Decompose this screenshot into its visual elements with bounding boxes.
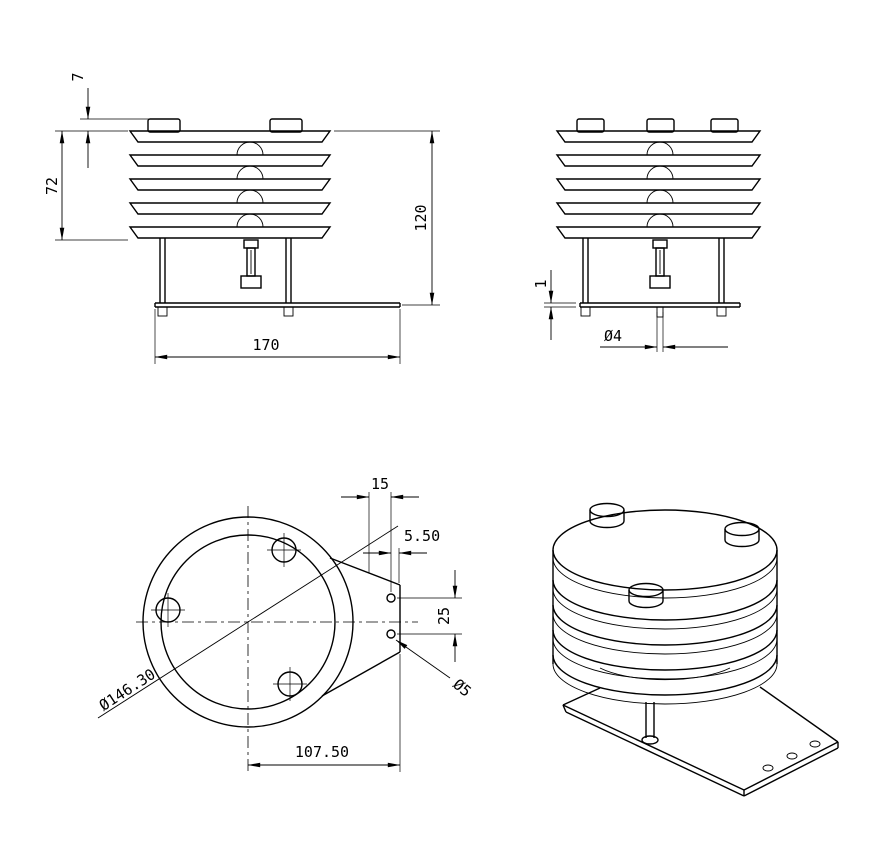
plate-hole bbox=[786, 752, 798, 760]
mount-bolt bbox=[157, 306, 168, 317]
side-view: 1 Ø4 bbox=[532, 118, 762, 352]
isometric-view bbox=[552, 502, 839, 797]
top-view: Ø146.30 15 5.50 25 Ø5 107.5 bbox=[96, 475, 475, 772]
dim-base-width-label: 170 bbox=[252, 336, 279, 354]
tab-hole bbox=[386, 593, 396, 603]
side-dimensions: 1 Ø4 bbox=[532, 270, 728, 352]
plate-hole bbox=[809, 740, 821, 748]
dim-outer-diameter-label: Ø146.30 bbox=[96, 665, 159, 715]
louver-gap-arc bbox=[236, 141, 264, 156]
iso-base-plate bbox=[562, 686, 839, 797]
iso-louver-body bbox=[552, 509, 778, 705]
cap bbox=[628, 582, 664, 609]
front-top-caps bbox=[147, 118, 303, 133]
side-top-caps bbox=[576, 118, 739, 133]
dim-tab-hole-diameter-label: Ø5 bbox=[449, 675, 474, 700]
iso-support bbox=[641, 702, 659, 745]
dim-hole-diameter-label: Ø4 bbox=[604, 327, 622, 345]
center-bolt bbox=[656, 306, 664, 318]
iso-top-caps bbox=[589, 502, 760, 609]
dim-hole-spacing-label: 25 bbox=[435, 607, 453, 625]
plate-hole bbox=[762, 764, 774, 772]
louver-gap-arc bbox=[646, 213, 674, 228]
louver-gap-arc bbox=[646, 141, 674, 156]
mount-bolt bbox=[283, 306, 294, 317]
mounting-tab bbox=[321, 557, 401, 697]
louver-gap-arc bbox=[236, 213, 264, 228]
cap bbox=[646, 118, 675, 133]
cap bbox=[576, 118, 605, 133]
louver-gap-arc bbox=[646, 189, 674, 204]
bottom-cap-arc bbox=[599, 667, 731, 681]
front-dimensions: 7 72 120 170 bbox=[43, 72, 440, 364]
side-sensor-assembly bbox=[649, 239, 671, 289]
front-view: 7 72 120 170 bbox=[43, 72, 440, 364]
cap-holes bbox=[151, 533, 307, 701]
support-nut bbox=[641, 735, 659, 745]
side-base-plate bbox=[579, 302, 741, 318]
cap bbox=[269, 118, 303, 133]
dim-center-to-tab-label: 107.50 bbox=[295, 743, 349, 761]
front-legs bbox=[159, 238, 292, 303]
inner-circle bbox=[160, 534, 336, 710]
dim-total-height-label: 120 bbox=[412, 204, 430, 231]
outer-circle bbox=[142, 516, 354, 728]
louver-gap-arc bbox=[236, 189, 264, 204]
tab-hole bbox=[386, 629, 396, 639]
dim-tab-width-label: 15 bbox=[371, 475, 389, 493]
dim-hole-edge-offset-label: 5.50 bbox=[404, 527, 440, 545]
cap bbox=[710, 118, 739, 133]
dim-louver-height-label: 72 bbox=[43, 177, 61, 195]
front-louver-stack bbox=[128, 130, 332, 239]
mount-bolt bbox=[716, 306, 727, 317]
cap bbox=[147, 118, 181, 133]
side-legs bbox=[582, 238, 725, 303]
louver-gap-arc bbox=[646, 165, 674, 180]
cap bbox=[589, 502, 625, 529]
dim-cap-height-label: 7 bbox=[69, 72, 87, 81]
top-dimensions: 15 5.50 25 Ø5 107.50 bbox=[247, 475, 475, 772]
front-sensor-assembly bbox=[240, 239, 262, 289]
front-base-plate bbox=[154, 302, 401, 317]
side-louver-stack bbox=[555, 130, 762, 239]
cap bbox=[724, 521, 760, 548]
dim-plate-thickness-label: 1 bbox=[532, 279, 550, 288]
louver-gap-arc bbox=[236, 165, 264, 180]
mount-bolt bbox=[580, 306, 591, 317]
